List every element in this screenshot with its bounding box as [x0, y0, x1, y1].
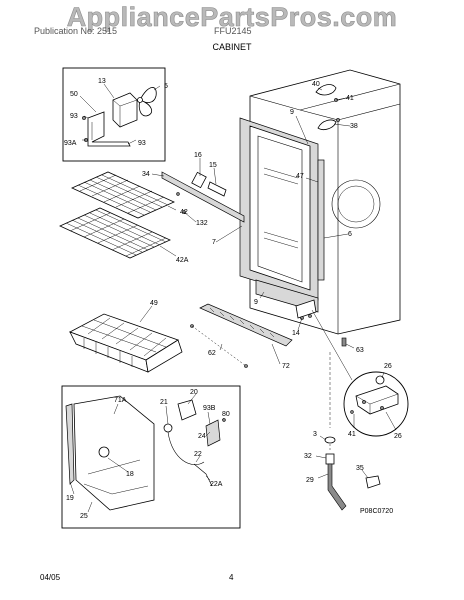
callout-22A: 22A — [210, 481, 223, 488]
callout-25: 25 — [80, 513, 88, 520]
hinge-detail: 26 41 26 — [311, 309, 409, 440]
callout-16: 16 — [194, 152, 202, 159]
thermostat-knob — [315, 84, 337, 96]
callout-62: 62 — [208, 350, 216, 357]
thermostat-16 — [191, 171, 207, 189]
callout-29: 29 — [306, 477, 314, 484]
callout-21: 21 — [160, 399, 168, 406]
callout-32: 32 — [304, 453, 312, 460]
callout-93A: 93A — [64, 140, 77, 147]
rear-panel — [73, 395, 155, 511]
callout-3: 3 — [313, 431, 317, 438]
callout-38: 38 — [350, 123, 358, 130]
callout-14: 14 — [292, 330, 300, 337]
callout-93-inset: 93 — [70, 113, 78, 120]
fan-motor-inset: 13 50 5 93 93A 93 — [62, 67, 168, 162]
hinge-bracket — [295, 299, 317, 319]
toe-grille-72 — [199, 303, 293, 347]
page-number: 4 — [229, 573, 234, 582]
drain-fitting — [325, 453, 335, 465]
diagram-code: P08C0720 — [360, 508, 393, 515]
callout-93B: 93B — [203, 405, 216, 412]
callout-18: 18 — [126, 471, 134, 478]
drain-assembly: 3 32 35 29 — [304, 352, 381, 511]
wire-shelf-42A — [59, 207, 171, 259]
callout-26-bottom: 26 — [394, 433, 402, 440]
cabinet-body: 40 41 9 38 47 6 9 14 — [239, 69, 401, 337]
callout-22: 22 — [194, 451, 202, 458]
control-bar-assembly: 16 15 34 132 7 — [142, 152, 245, 246]
hinge-plate — [355, 385, 399, 415]
power-cord-plug — [163, 423, 173, 433]
callout-47: 47 — [296, 173, 304, 180]
basket-49 — [69, 313, 183, 373]
callout-9-top: 9 — [290, 109, 294, 116]
callout-80: 80 — [222, 411, 230, 418]
relay-cover — [177, 399, 197, 421]
callout-13: 13 — [98, 78, 106, 85]
wire-shelf-42 — [71, 171, 175, 219]
light-housing — [317, 119, 337, 130]
callout-41-hinge: 41 — [348, 431, 356, 438]
drain-clip — [365, 475, 381, 489]
callout-34: 34 — [142, 171, 150, 178]
leveling-leg — [341, 337, 347, 347]
callout-6: 6 — [348, 231, 352, 238]
overload-bracket — [205, 419, 221, 447]
callout-50: 50 — [70, 91, 78, 98]
callout-24: 24 — [198, 433, 206, 440]
callout-72: 72 — [282, 363, 290, 370]
callout-40: 40 — [312, 81, 320, 88]
callout-42A: 42A — [176, 257, 189, 264]
callout-9-bottom: 9 — [254, 299, 258, 306]
control-bar — [161, 171, 245, 223]
drain-tube — [327, 463, 347, 511]
callout-15: 15 — [209, 162, 217, 169]
motor-bracket — [87, 111, 131, 147]
fan-motor — [112, 92, 138, 128]
callout-71A: 71A — [114, 397, 127, 404]
callout-19: 19 — [66, 495, 74, 502]
lamp-socket-15 — [207, 181, 227, 197]
callout-20: 20 — [190, 389, 198, 396]
callout-7: 7 — [212, 239, 216, 246]
callout-93-bracket: 93 — [138, 140, 146, 147]
publication-number: Publication No: 2515 — [34, 26, 118, 36]
callout-132: 132 — [196, 220, 208, 227]
insulation-strip — [65, 403, 75, 485]
footer-date: 04/05 — [40, 573, 61, 582]
callout-26-top: 26 — [384, 363, 392, 370]
compressor-inset: 71A 20 21 93B 80 24 18 22 22A 19 25 — [61, 385, 241, 529]
callout-35: 35 — [356, 465, 364, 472]
callout-63: 63 — [356, 347, 364, 354]
side-rail — [317, 159, 325, 281]
callout-41-top: 41 — [346, 95, 354, 102]
hinge-pin — [375, 375, 385, 385]
callout-42: 42 — [180, 209, 188, 216]
section-title: CABINET — [212, 42, 252, 52]
callout-49: 49 — [150, 300, 158, 307]
drain-plug — [324, 436, 336, 444]
panel-grommet — [98, 446, 110, 458]
callout-5: 5 — [164, 83, 168, 90]
model-number: FFU2145 — [214, 26, 252, 36]
